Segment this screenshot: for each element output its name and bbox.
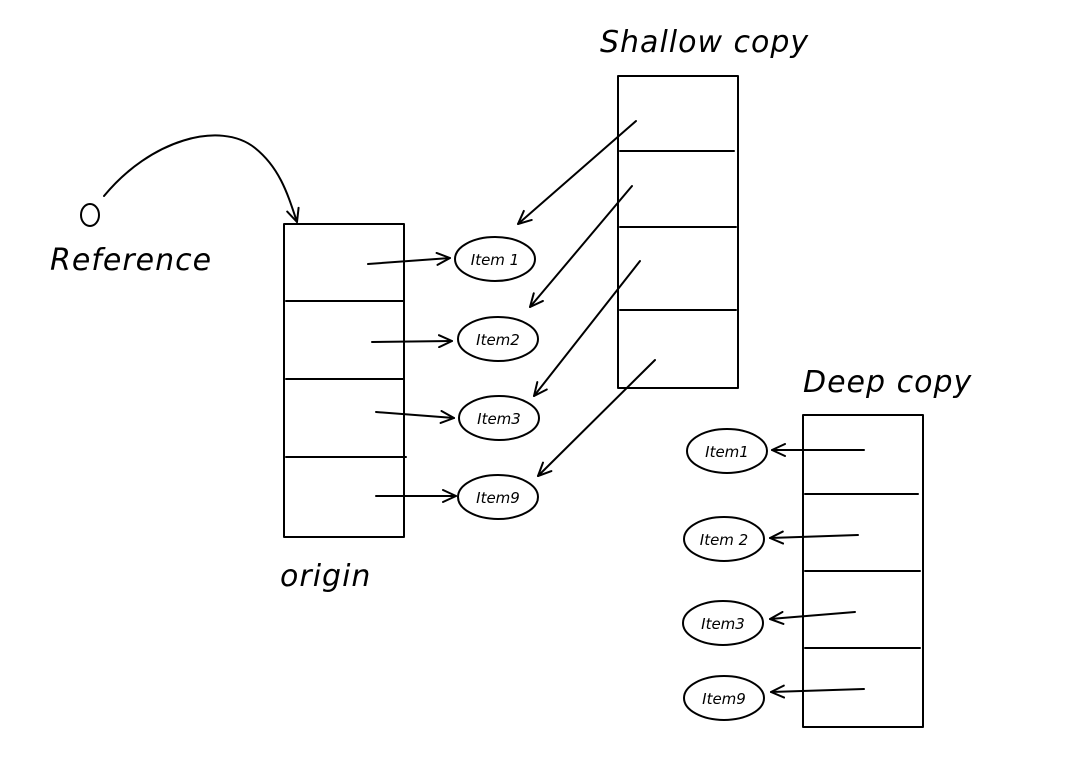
deep-to-item3-arrow bbox=[769, 610, 856, 625]
deep-to-item9-arrow bbox=[770, 684, 865, 699]
origin-to-item3-arrow bbox=[375, 410, 455, 424]
shallow-to-item3-arrow bbox=[533, 260, 641, 397]
shallow-to-item2-arrow bbox=[529, 185, 633, 308]
reference-circle bbox=[80, 203, 100, 227]
shared-item: Item2 bbox=[457, 316, 539, 362]
item-ellipse bbox=[457, 316, 539, 362]
item-ellipse bbox=[683, 516, 765, 562]
shared-item: Item3 bbox=[458, 395, 540, 441]
reference-label: Reference bbox=[50, 243, 212, 278]
item-label: Item 1 bbox=[471, 251, 519, 269]
item-label: Item9 bbox=[476, 489, 520, 507]
shared-item: Item9 bbox=[457, 474, 539, 520]
shallow-to-item9-arrow bbox=[537, 359, 656, 477]
item-ellipse bbox=[457, 474, 539, 520]
item-label: Item3 bbox=[477, 410, 521, 428]
shallow-array-frame bbox=[617, 75, 739, 389]
origin-label: origin bbox=[280, 559, 371, 594]
item-label: Item3 bbox=[701, 615, 745, 633]
deep-array-frame bbox=[802, 414, 924, 728]
deep-item: Item9 bbox=[683, 675, 765, 721]
reference-arrow bbox=[103, 134, 300, 223]
deep-to-item2-arrow bbox=[769, 530, 859, 545]
item-ellipse bbox=[682, 600, 764, 646]
deep-item: Item3 bbox=[682, 600, 764, 646]
item-ellipse bbox=[458, 395, 540, 441]
origin-array-frame bbox=[283, 223, 405, 538]
item-label: Item1 bbox=[705, 443, 749, 461]
item-label: Item9 bbox=[702, 690, 746, 708]
item-label: Item2 bbox=[476, 331, 520, 349]
shared-item: Item 1 bbox=[454, 236, 536, 282]
shallow-to-item1-arrow bbox=[517, 120, 637, 225]
item-ellipse bbox=[454, 236, 536, 282]
origin-array bbox=[283, 223, 407, 538]
deep-copy-array bbox=[802, 414, 924, 728]
deep-copy-label: Deep copy bbox=[803, 365, 972, 400]
shallow-copy-array bbox=[617, 75, 739, 389]
item-ellipse bbox=[686, 428, 768, 474]
origin-to-item2-arrow bbox=[371, 334, 453, 349]
item-ellipse bbox=[683, 675, 765, 721]
origin-to-item1-arrow bbox=[367, 251, 451, 266]
deep-item: Item 2 bbox=[683, 516, 765, 562]
deep-item: Item1 bbox=[686, 428, 768, 474]
shallow-copy-label: Shallow copy bbox=[600, 25, 809, 60]
item-label: Item 2 bbox=[700, 531, 748, 549]
